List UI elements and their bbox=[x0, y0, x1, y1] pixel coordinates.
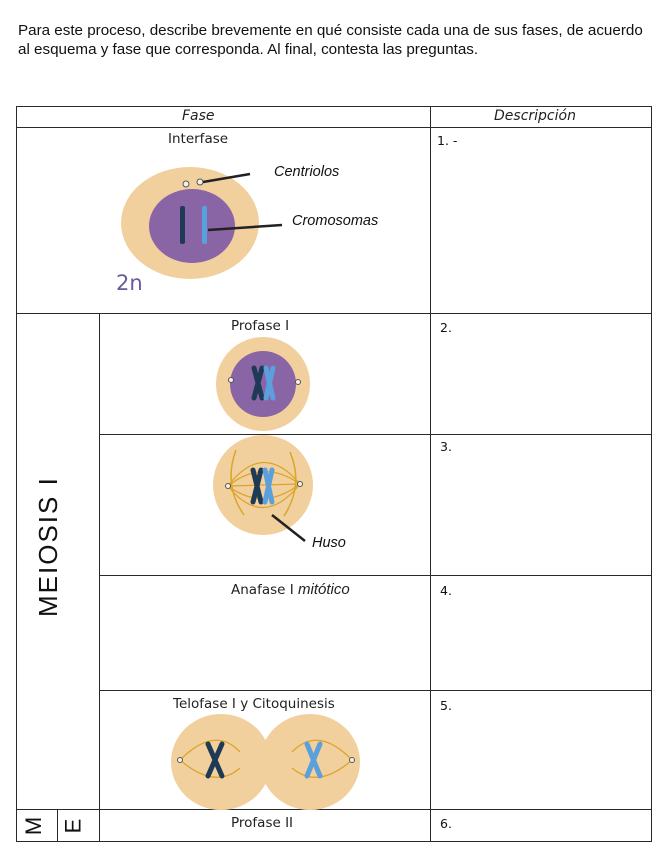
description-number-2: 2. bbox=[440, 320, 452, 335]
description-number-5: 5. bbox=[440, 698, 452, 713]
phase-anafase-i: Anafase I mitótico bbox=[231, 581, 350, 598]
label-centriolos: Centriolos bbox=[274, 164, 340, 180]
label-2n: 2n bbox=[116, 271, 143, 295]
description-number-4: 4. bbox=[440, 583, 452, 598]
description-number-3: 3. bbox=[440, 439, 452, 454]
phase-anafase-i-annotation: mitótico bbox=[298, 581, 350, 598]
header-fase: Fase bbox=[182, 108, 215, 124]
description-number-1: 1. - bbox=[437, 133, 458, 148]
phase-anafase-i-name: Anafase I bbox=[231, 582, 294, 598]
label-cromosomas: Cromosomas bbox=[292, 213, 379, 229]
instructions-text: Para este proceso, describe brevemente e… bbox=[18, 22, 643, 58]
description-number-6: 6. bbox=[440, 816, 452, 831]
header-descripcion: Descripción bbox=[494, 108, 576, 124]
group-letter-e: E bbox=[60, 818, 86, 834]
phase-telofase-i: Telofase I y Citoquinesis bbox=[173, 696, 335, 712]
phase-interfase: Interfase bbox=[168, 131, 229, 147]
group-letter-m: M bbox=[21, 816, 47, 836]
phase-profase-ii: Profase II bbox=[231, 815, 294, 831]
label-huso: Huso bbox=[312, 535, 346, 551]
phase-profase-i: Profase I bbox=[231, 318, 290, 334]
